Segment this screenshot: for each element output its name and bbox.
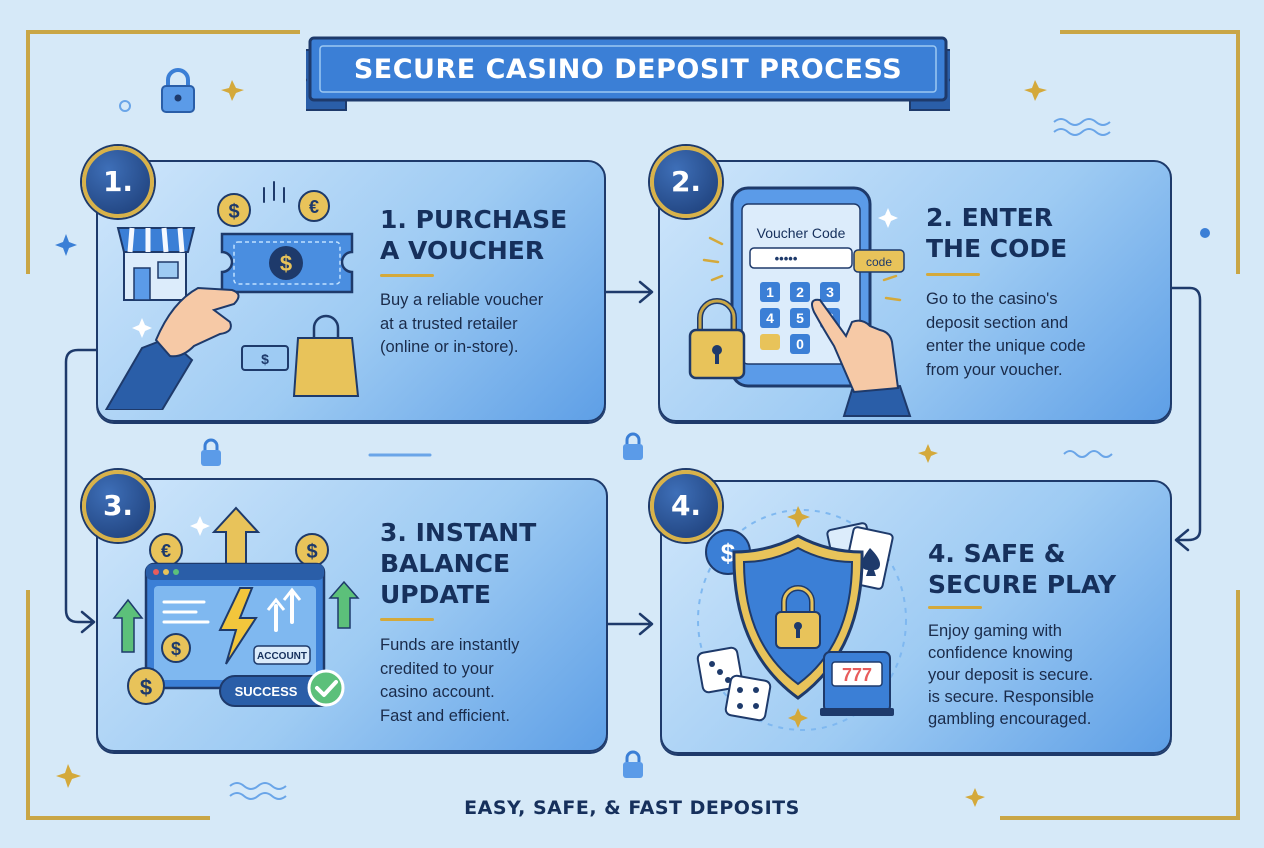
- pointing-hand-icon: [811, 298, 912, 417]
- svg-text:$: $: [280, 251, 292, 276]
- step-3-underline: [380, 618, 434, 621]
- svg-text:$: $: [171, 639, 181, 659]
- dollar-coin-icon: $: [127, 667, 165, 705]
- banner-ribbon: [306, 36, 950, 111]
- euro-coin-icon: €: [298, 190, 330, 222]
- voucher-ticket-icon: $: [220, 232, 354, 294]
- star-icon: [788, 708, 808, 728]
- step-3-description: Funds are instantly credited to your cas…: [380, 636, 520, 725]
- secure-play-illustration: $ 777: [696, 506, 907, 731]
- store-icon: [116, 227, 196, 301]
- code-tag-icon: code: [853, 249, 905, 273]
- svg-text:Voucher Code: Voucher Code: [757, 225, 846, 241]
- svg-text:$: $: [140, 675, 152, 700]
- step-4-title: 4. SAFE & SECURE PLAY: [928, 539, 1117, 599]
- step-4-description: Enjoy gaming with confidence knowing you…: [928, 622, 1094, 728]
- step-2-badge: 2.: [650, 146, 722, 218]
- step-3-title: 3. INSTANT BALANCE UPDATE: [380, 518, 537, 609]
- svg-text:ACCOUNT: ACCOUNT: [257, 651, 307, 662]
- svg-text:$: $: [228, 201, 239, 223]
- shopping-bag-icon: [292, 314, 360, 397]
- padlock-icon: [688, 298, 746, 380]
- dot-icon: [119, 100, 131, 112]
- star-icon: [56, 764, 81, 788]
- arrow-3-to-4: [604, 612, 654, 636]
- svg-text:•••••: •••••: [775, 251, 798, 266]
- step-1-description: Buy a reliable voucher at a trusted reta…: [380, 291, 544, 356]
- frame-corner-top-left: [26, 30, 300, 274]
- step-2-description: Go to the casino's deposit section and e…: [926, 290, 1086, 379]
- sparkle-icon: [190, 516, 210, 536]
- star-icon: [1024, 80, 1047, 101]
- dollar-coin-icon: $: [161, 633, 191, 663]
- balance-update-illustration: € $ $ $ ACCOUNT SUCCESS: [112, 506, 360, 707]
- step-2-title: 2. ENTER THE CODE: [926, 203, 1068, 263]
- svg-text:4: 4: [766, 310, 774, 326]
- frame-corner-bottom-right: [1000, 590, 1240, 820]
- svg-text:$: $: [721, 538, 736, 568]
- motion-lines: [263, 181, 285, 203]
- svg-text:€: €: [161, 541, 171, 561]
- lightning-icon: [218, 587, 258, 665]
- voucher-purchase-illustration: $ € $ $: [104, 181, 360, 410]
- svg-text:1: 1: [766, 284, 774, 300]
- dollar-coin-icon: $: [295, 533, 329, 567]
- lock-icon: [161, 68, 195, 113]
- dice-pips: [709, 661, 759, 709]
- svg-text:€: €: [309, 197, 319, 217]
- slot-machine-icon: 777: [820, 651, 894, 716]
- svg-text:3: 3: [826, 284, 834, 300]
- svg-text:777: 777: [842, 665, 872, 685]
- star-icon: [918, 444, 938, 463]
- flow-connectors: [64, 280, 1202, 636]
- arrow-1-to-3: [64, 348, 98, 634]
- arrow-up-icon: [211, 506, 261, 565]
- sparkle-icon: [132, 318, 152, 338]
- star-icon: [965, 788, 985, 807]
- page-title: SECURE CASINO DEPOSIT PROCESS: [353, 54, 903, 85]
- svg-text:2: 2: [796, 284, 804, 300]
- step-2-underline: [926, 273, 980, 276]
- step-4-underline: [928, 606, 982, 609]
- sparkle-icon: [55, 234, 77, 256]
- account-label: ACCOUNT: [253, 645, 311, 665]
- frame-corner-top-right: [1060, 30, 1240, 274]
- enter-code-illustration: Voucher Code ••••• code 1 2 3 4 5 6 0: [688, 186, 912, 417]
- step-4-badge: 4.: [650, 470, 722, 542]
- star-icon: [221, 80, 244, 101]
- frame-corner-bottom-left: [26, 590, 210, 820]
- dollar-coin-icon: $: [217, 193, 251, 227]
- step-1-underline: [380, 274, 434, 277]
- arrow-2-to-4: [1168, 286, 1202, 552]
- lock-icon: [775, 585, 821, 649]
- lock-icon: [623, 750, 643, 778]
- lock-icon: [201, 438, 221, 466]
- success-badge: SUCCESS: [219, 669, 345, 707]
- step-1-badge: 1.: [82, 146, 154, 218]
- step-3-badge: 3.: [82, 470, 154, 542]
- arrow-1-to-2: [602, 280, 654, 304]
- banknote-icon: $: [241, 345, 289, 371]
- hand-icon: [104, 286, 240, 410]
- svg-text:0: 0: [796, 336, 804, 352]
- wave-icon: [1053, 118, 1111, 136]
- title-banner: SECURE CASINO DEPOSIT PROCESS: [306, 36, 950, 111]
- dot-icon: [1200, 228, 1210, 238]
- svg-text:$: $: [306, 541, 317, 563]
- star-icon: [787, 506, 810, 528]
- wave-icon: [229, 782, 287, 800]
- svg-text:$: $: [261, 351, 269, 367]
- svg-text:SUCCESS: SUCCESS: [235, 684, 298, 699]
- wave-icon: [1063, 450, 1113, 458]
- lock-icon: [623, 432, 643, 460]
- euro-coin-icon: €: [149, 533, 183, 567]
- arrow-up-icon: [112, 580, 360, 653]
- svg-text:5: 5: [796, 310, 804, 326]
- sparkle-icon: [878, 208, 898, 228]
- step-1-title: 1. PURCHASE A VOUCHER: [380, 205, 568, 265]
- footer-tagline: EASY, SAFE, & FAST DEPOSITS: [464, 797, 800, 819]
- svg-text:code: code: [866, 255, 892, 269]
